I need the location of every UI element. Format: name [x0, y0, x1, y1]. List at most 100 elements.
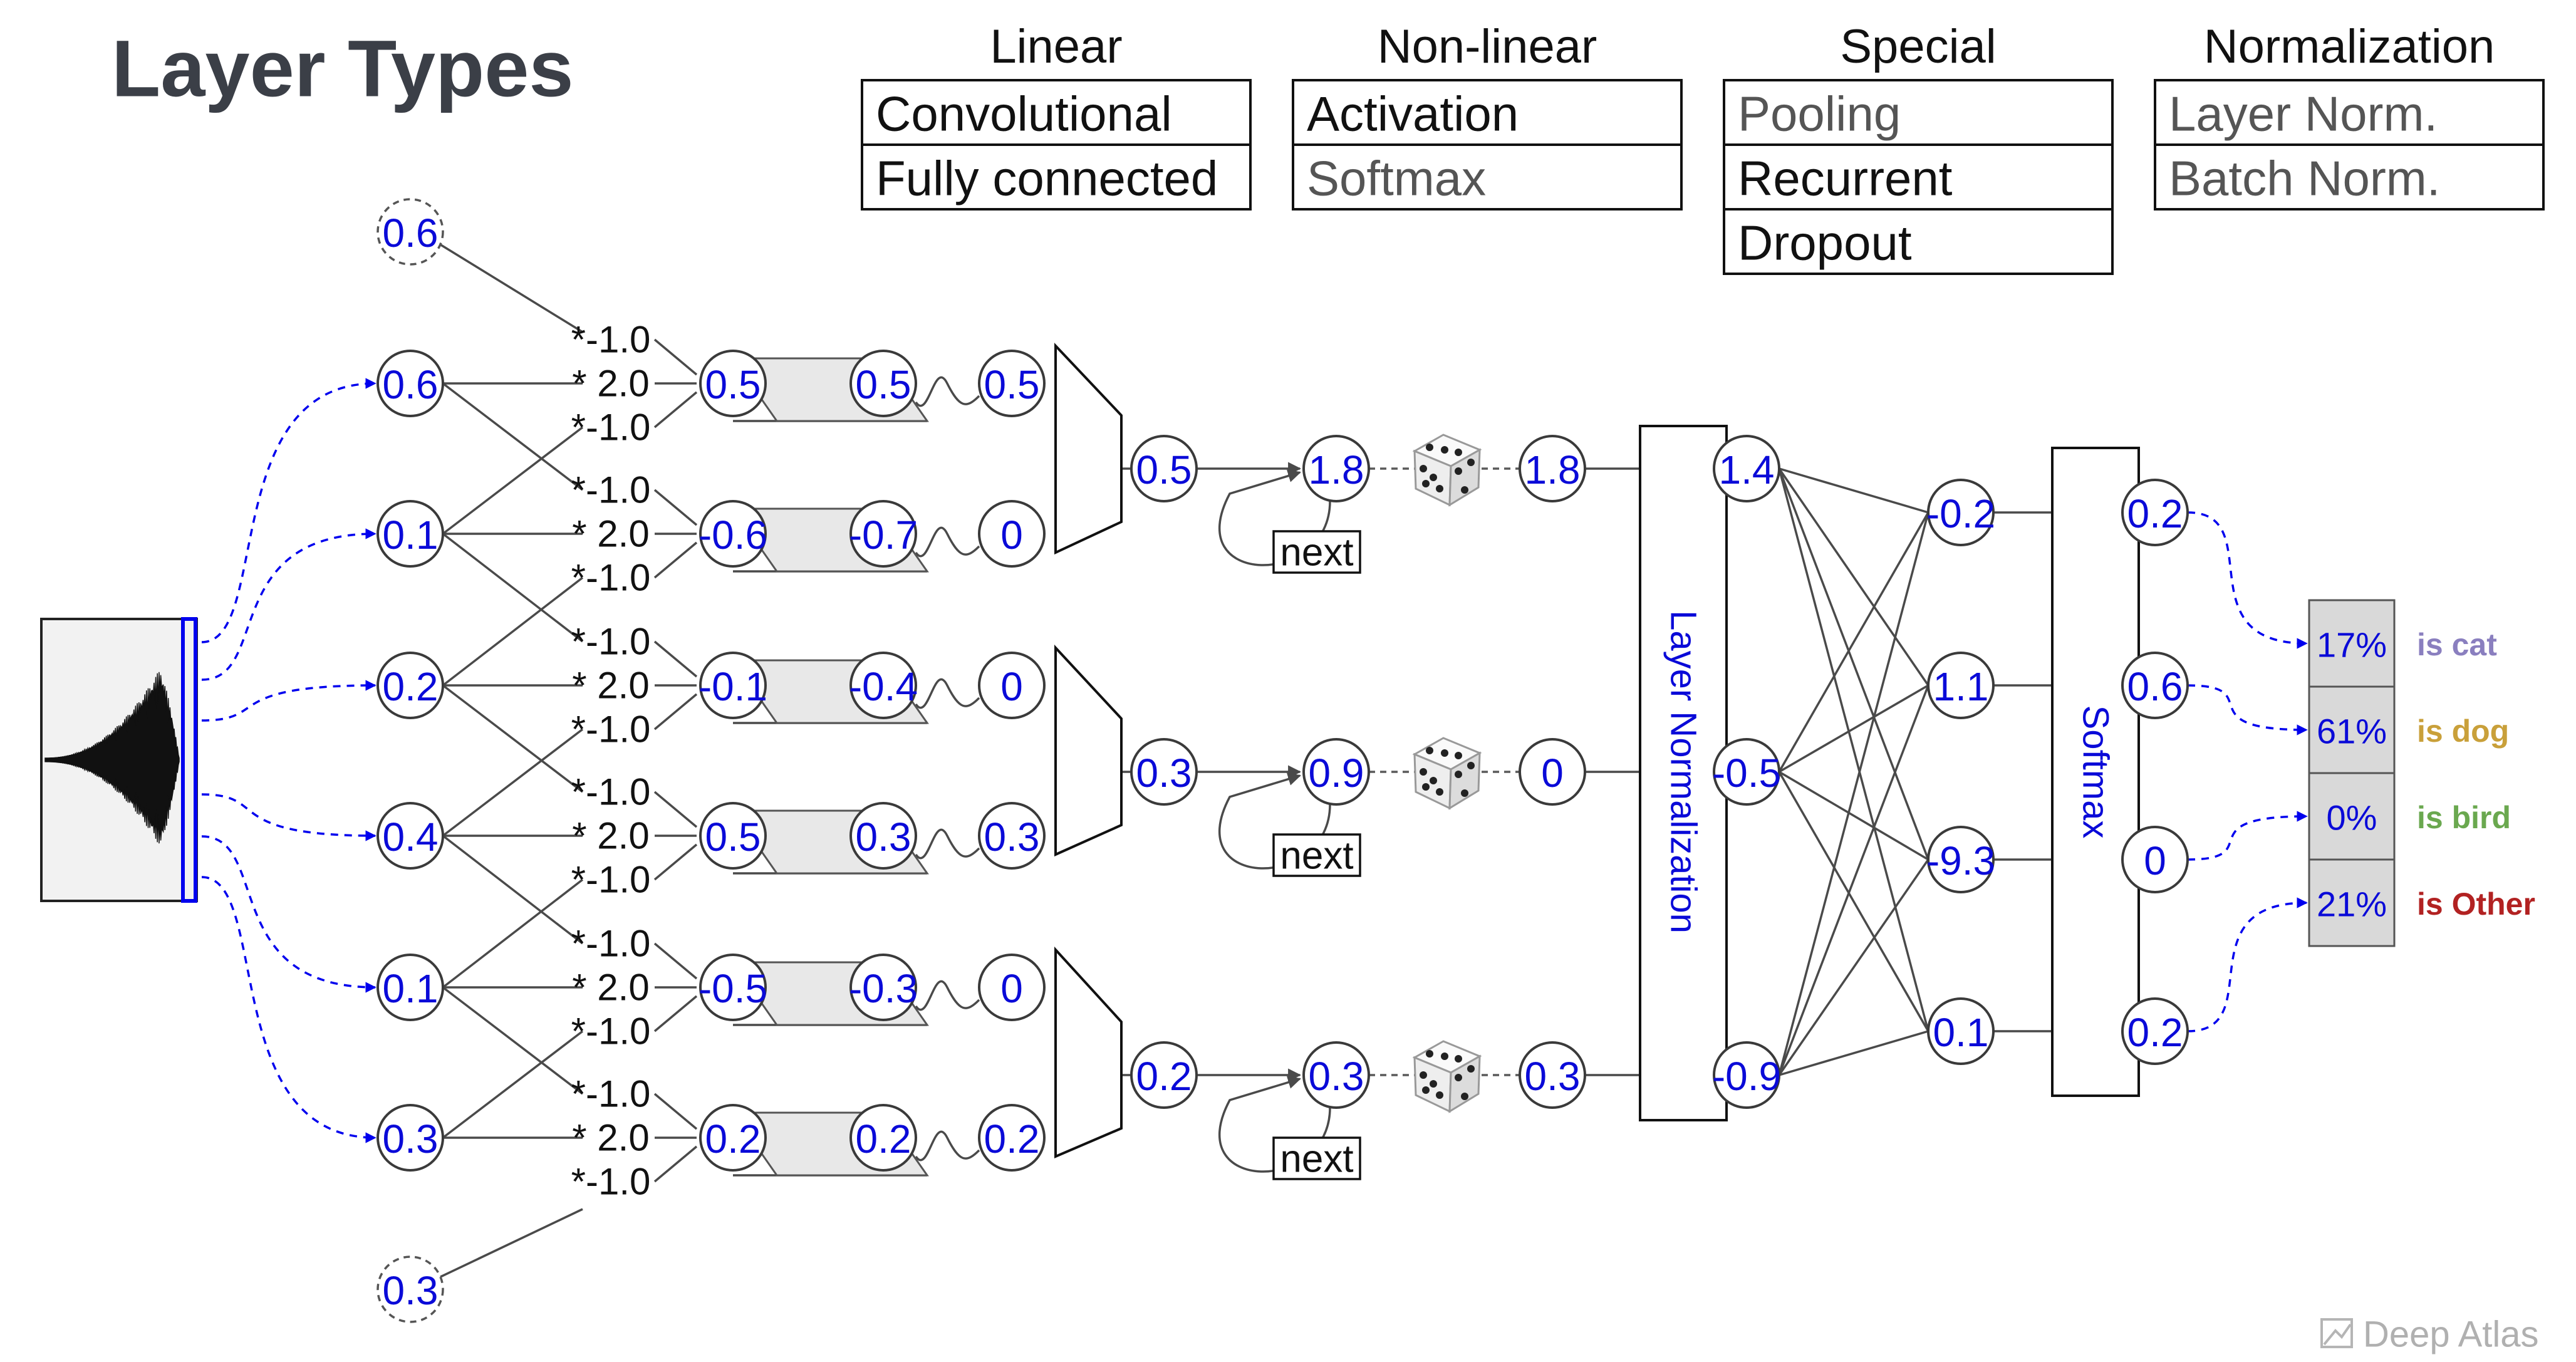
- node-value: 0.3: [856, 814, 911, 860]
- node-value: 0: [1000, 512, 1023, 558]
- node-value: 0.2: [1136, 1054, 1192, 1099]
- input-arrow: [201, 835, 377, 993]
- conv-weight: *-1.0: [571, 1161, 651, 1203]
- conv-weight: * 2.0: [572, 665, 649, 707]
- norm-node: 1.4: [1713, 435, 1780, 502]
- dice-icon: [1412, 434, 1482, 507]
- page-title: Layer Types: [112, 24, 574, 114]
- conv-weight: *-1.0: [571, 1011, 651, 1053]
- fc-node: 0.5: [849, 350, 917, 417]
- node-value: 0.3: [1136, 751, 1192, 796]
- node-value: 0.2: [984, 1116, 1040, 1162]
- node-value: 0.3: [383, 1268, 439, 1313]
- norm-node: -0.5: [1712, 738, 1781, 806]
- conv-weight: *-1.0: [571, 557, 651, 599]
- legend-header: Non-linear: [1378, 20, 1597, 73]
- conv-weight: *-1.0: [571, 1073, 651, 1115]
- dropout-node: 1.8: [1519, 435, 1586, 502]
- node-value: 0.5: [1136, 447, 1192, 492]
- conv-weight: * 2.0: [572, 363, 649, 405]
- next-label-box: next: [1272, 833, 1361, 878]
- output-class-label: is dog: [2417, 714, 2509, 749]
- watermark: Deep Atlas: [2320, 1314, 2539, 1355]
- activation-node: 0.3: [978, 802, 1046, 870]
- output-percent: 0%: [2327, 798, 2377, 838]
- output-arrow: [2187, 511, 2308, 649]
- next-label: next: [1280, 1138, 1353, 1181]
- legend-item: Activation: [1307, 86, 1519, 142]
- input-node: 0.1: [377, 500, 444, 568]
- node-value: -0.3: [849, 966, 918, 1011]
- node-value: 0.1: [383, 966, 439, 1011]
- node-value: 0: [2144, 838, 2166, 883]
- legend-header: Linear: [990, 20, 1122, 73]
- output-class-label: is cat: [2417, 627, 2497, 662]
- node-value: 0.5: [856, 362, 911, 407]
- pool-node: 0.2: [1130, 1041, 1198, 1109]
- conv-weight: * 2.0: [572, 513, 649, 555]
- recurrent-node: 0.9: [1302, 738, 1370, 806]
- conv-weights-0: *-1.0* 2.0*-1.0: [571, 319, 651, 449]
- conv-node: 0.2: [699, 1104, 767, 1172]
- fc-node: 0.2: [849, 1104, 917, 1172]
- conv-weight: *-1.0: [571, 709, 651, 751]
- input-arrow: [201, 378, 377, 643]
- conv-weight: * 2.0: [572, 967, 649, 1009]
- pool-node: 0.5: [1130, 435, 1198, 502]
- next-label-box: next: [1272, 1136, 1361, 1181]
- next-label: next: [1280, 834, 1353, 878]
- node-value: 0.6: [383, 362, 439, 407]
- output-percent: 17%: [2317, 625, 2387, 665]
- layer-normalization-label: Layer Normalization: [1663, 610, 1704, 933]
- next-label: next: [1280, 531, 1353, 574]
- node-value: 0.3: [1309, 1054, 1364, 1099]
- activation-node: 0: [978, 500, 1046, 568]
- output-percent: 21%: [2317, 885, 2387, 924]
- conv-weights-1: *-1.0* 2.0*-1.0: [571, 469, 651, 599]
- node-value: 0.5: [705, 362, 761, 407]
- output-row: 0%is bird: [2308, 772, 2511, 861]
- legend-item: Batch Norm.: [2169, 151, 2440, 206]
- legend-cell: [2154, 143, 2545, 211]
- conv-weights-2: *-1.0* 2.0*-1.0: [571, 621, 651, 751]
- node-value: -0.1: [699, 664, 767, 709]
- node-value: 0.5: [984, 362, 1040, 407]
- conv-weights-3: *-1.0* 2.0*-1.0: [571, 771, 651, 901]
- node-value: 1.4: [1719, 447, 1775, 492]
- node-value: 0.3: [383, 1116, 439, 1162]
- input-arrow: [201, 793, 377, 841]
- node-value: -0.4: [849, 664, 918, 709]
- fc-node: -0.7: [849, 500, 918, 568]
- waveform-input: [40, 617, 198, 903]
- layer-normalization-box: [1639, 425, 1728, 1121]
- fc-node: -0.4: [849, 652, 918, 719]
- recurrent-node: 1.8: [1302, 435, 1370, 502]
- fc-node: -0.3: [849, 954, 918, 1021]
- node-value: -9.3: [1926, 838, 1995, 883]
- activation-node: 0: [978, 954, 1046, 1021]
- activation-node: 0.5: [978, 350, 1046, 417]
- conv-weight: * 2.0: [572, 1117, 649, 1159]
- node-value: 0: [1000, 966, 1023, 1011]
- dense-node: 0.1: [1927, 997, 1995, 1065]
- input-node: 0.3: [377, 1104, 444, 1172]
- node-value: 1.8: [1309, 447, 1364, 492]
- output-class-label: is Other: [2417, 886, 2535, 922]
- conv-weight: *-1.0: [571, 319, 651, 361]
- conv-node: -0.5: [699, 954, 767, 1021]
- input-arrow: [201, 528, 377, 681]
- conv-weight: *-1.0: [571, 407, 651, 449]
- legend-item: Recurrent: [1738, 151, 1953, 206]
- dropout-node: 0: [1519, 738, 1586, 806]
- dense-node: 1.1: [1927, 652, 1995, 719]
- dice-icon: [1412, 737, 1482, 810]
- node-value: 0.2: [2127, 1010, 2183, 1055]
- node-value: 0.5: [705, 814, 761, 860]
- input-arrow: [201, 876, 377, 1143]
- conv-weight: *-1.0: [571, 923, 651, 965]
- legend-item: Pooling: [1738, 86, 1901, 142]
